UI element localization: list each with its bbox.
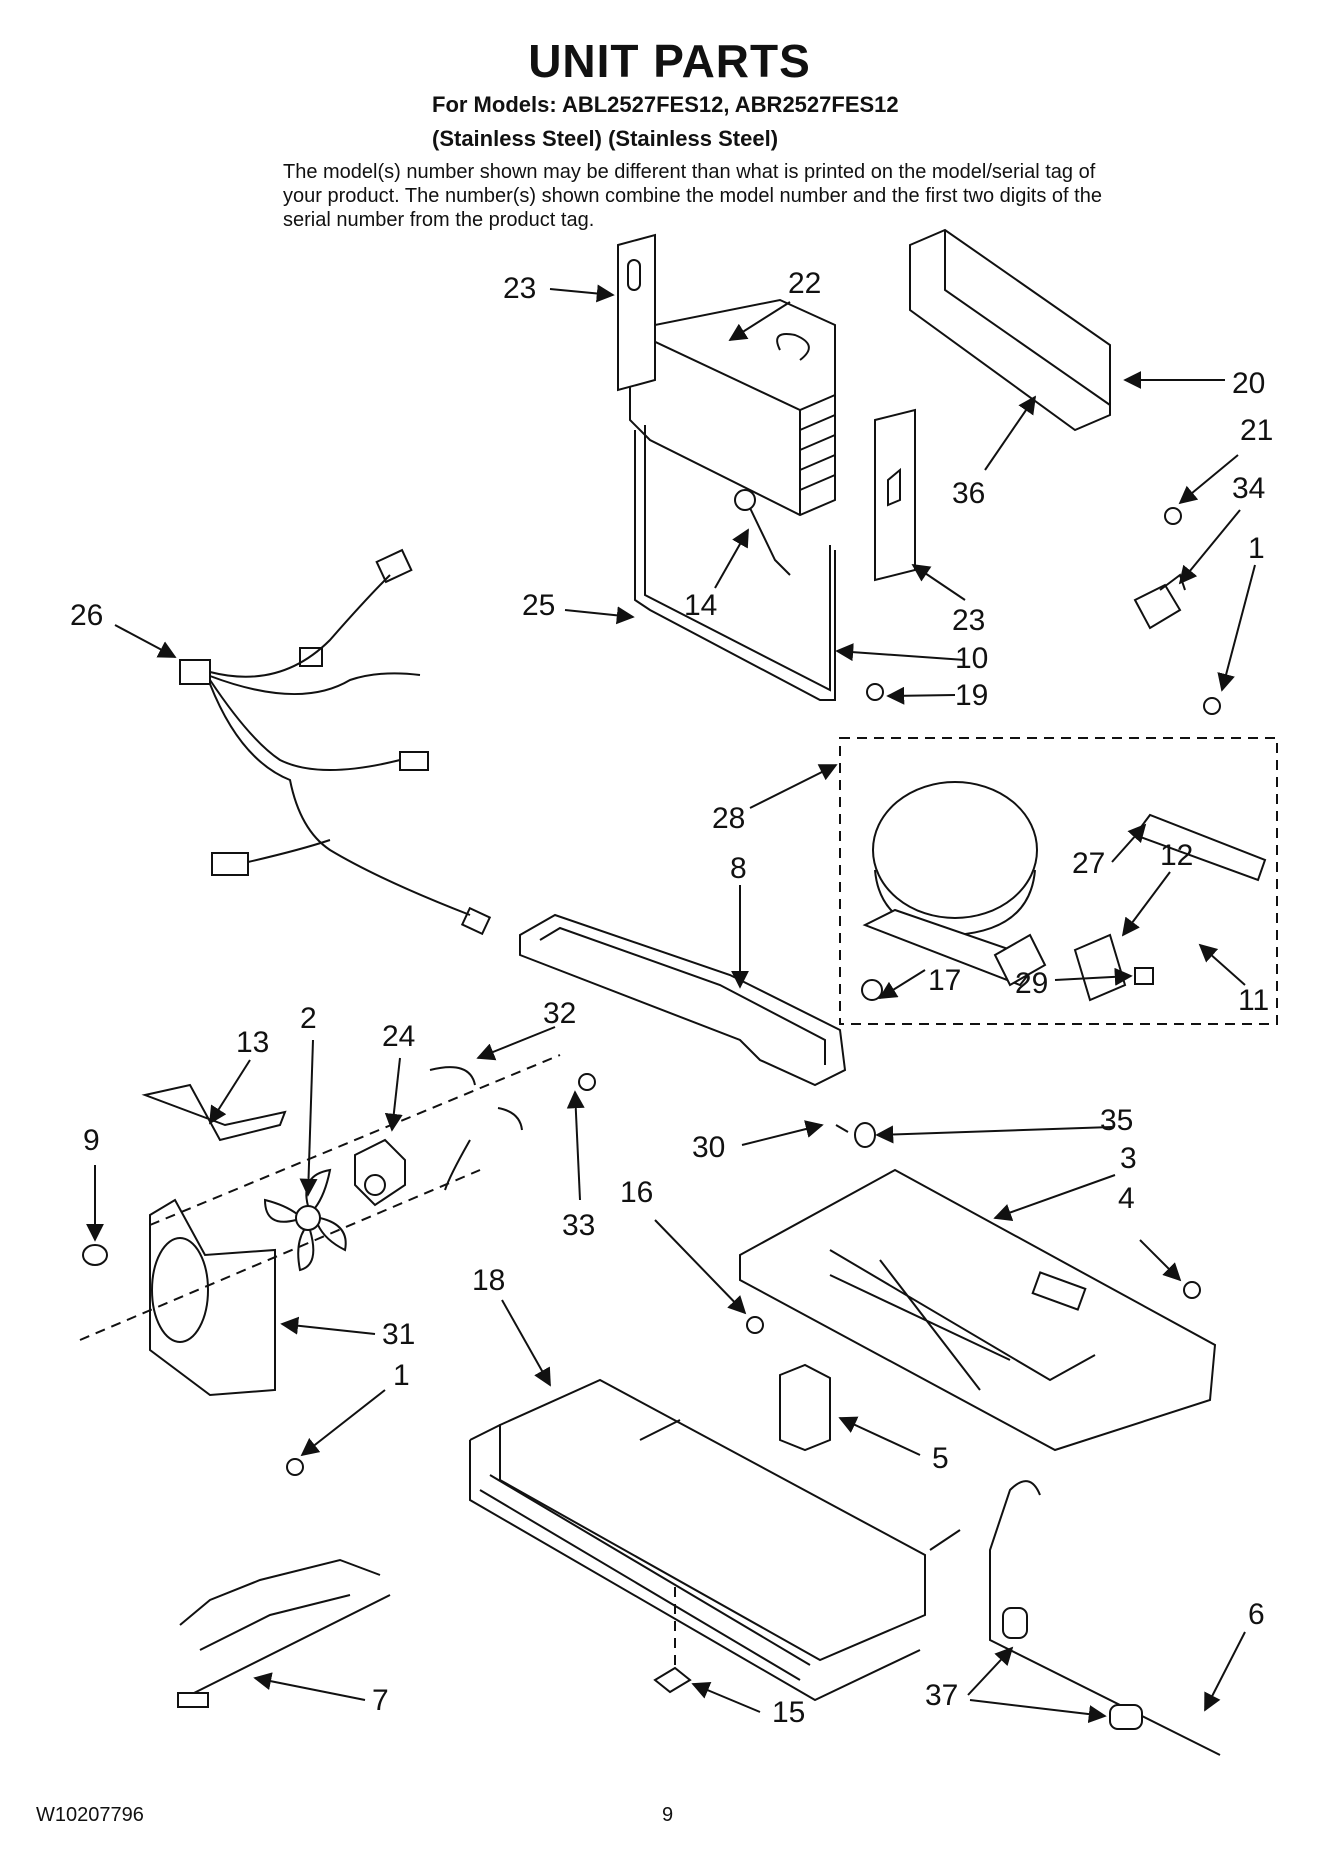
page-title: UNIT PARTS bbox=[528, 35, 811, 87]
callout-37: 37 bbox=[925, 1679, 958, 1712]
callout-11: 11 bbox=[1238, 984, 1269, 1017]
callout-7: 7 bbox=[372, 1684, 389, 1717]
part-foam-block-5 bbox=[779, 1363, 831, 1452]
part-clamp-34 bbox=[1133, 573, 1186, 630]
callout-8: 8 bbox=[730, 852, 747, 885]
callout-1-bottom: 1 bbox=[393, 1359, 410, 1392]
callout-33: 33 bbox=[562, 1209, 595, 1242]
callout-35: 35 bbox=[1100, 1104, 1133, 1137]
callout-1-top: 1 bbox=[1248, 532, 1265, 565]
part-grommet-35 bbox=[835, 1122, 876, 1148]
callout-29: 29 bbox=[1015, 967, 1048, 1000]
callout-32: 32 bbox=[543, 997, 576, 1030]
callout-31: 31 bbox=[382, 1318, 415, 1351]
callout-14: 14 bbox=[684, 589, 717, 622]
part-clip-15 bbox=[653, 1585, 692, 1694]
callout-24: 24 bbox=[382, 1020, 415, 1053]
callout-13: 13 bbox=[236, 1026, 269, 1059]
callout-22: 22 bbox=[788, 267, 821, 300]
callout-23-right: 23 bbox=[952, 604, 985, 637]
callout-16: 16 bbox=[620, 1176, 653, 1209]
callout-15: 15 bbox=[772, 1696, 805, 1729]
model-finish: (Stainless Steel) (Stainless Steel) bbox=[432, 126, 779, 151]
callout-2: 2 bbox=[300, 1002, 317, 1035]
callout-10: 10 bbox=[955, 642, 988, 675]
callout-6: 6 bbox=[1248, 1598, 1265, 1631]
callout-18: 18 bbox=[472, 1264, 505, 1297]
part-condenser-18 bbox=[469, 1378, 961, 1702]
callout-36: 36 bbox=[952, 477, 985, 510]
part-fan-blade-2 bbox=[263, 1168, 347, 1272]
part-harness-7 bbox=[177, 1558, 391, 1708]
part-gasket-13 bbox=[141, 1083, 287, 1142]
part-heater-10 bbox=[634, 425, 836, 701]
part-shroud-31 bbox=[79, 1054, 561, 1397]
callout-23-top: 23 bbox=[503, 272, 536, 305]
part-cover-20 bbox=[909, 228, 1111, 432]
part-fan-motor-24 bbox=[354, 1138, 406, 1207]
model-numbers: For Models: ABL2527FES12, ABR2527FES12 bbox=[432, 92, 899, 117]
callout-4: 4 bbox=[1118, 1182, 1135, 1215]
callout-12: 12 bbox=[1160, 839, 1193, 872]
callout-26: 26 bbox=[70, 599, 103, 632]
page-number: 9 bbox=[662, 1804, 674, 1826]
callout-25: 25 bbox=[522, 589, 555, 622]
callout-34: 34 bbox=[1232, 472, 1265, 505]
part-bracket-23a bbox=[617, 233, 656, 392]
part-thermostat-14 bbox=[734, 489, 791, 576]
model-note: The model(s) number shown may be differe… bbox=[283, 161, 1102, 231]
part-screws bbox=[286, 507, 1221, 1476]
part-compressor-group-28 bbox=[839, 737, 1278, 1025]
callout-19: 19 bbox=[955, 679, 988, 712]
callout-17: 17 bbox=[928, 964, 961, 997]
leader-lines bbox=[86, 284, 1256, 1724]
callout-21: 21 bbox=[1240, 414, 1273, 447]
part-grommets-32 bbox=[429, 1066, 523, 1191]
callout-3: 3 bbox=[1120, 1142, 1137, 1175]
part-harness-26 bbox=[179, 548, 492, 936]
part-drain-pan-8 bbox=[519, 913, 847, 1087]
callout-28: 28 bbox=[712, 802, 745, 835]
part-bracket-23b bbox=[874, 408, 916, 582]
callout-5: 5 bbox=[932, 1442, 949, 1475]
part-tube-6 bbox=[989, 1480, 1221, 1756]
callout-20: 20 bbox=[1232, 367, 1265, 400]
document-number: W10207796 bbox=[36, 1804, 144, 1826]
callout-30: 30 bbox=[692, 1131, 725, 1164]
part-base-plate-3 bbox=[739, 1168, 1217, 1452]
callout-27: 27 bbox=[1072, 847, 1105, 880]
callout-9: 9 bbox=[83, 1124, 100, 1157]
part-coil-22 bbox=[629, 298, 836, 517]
